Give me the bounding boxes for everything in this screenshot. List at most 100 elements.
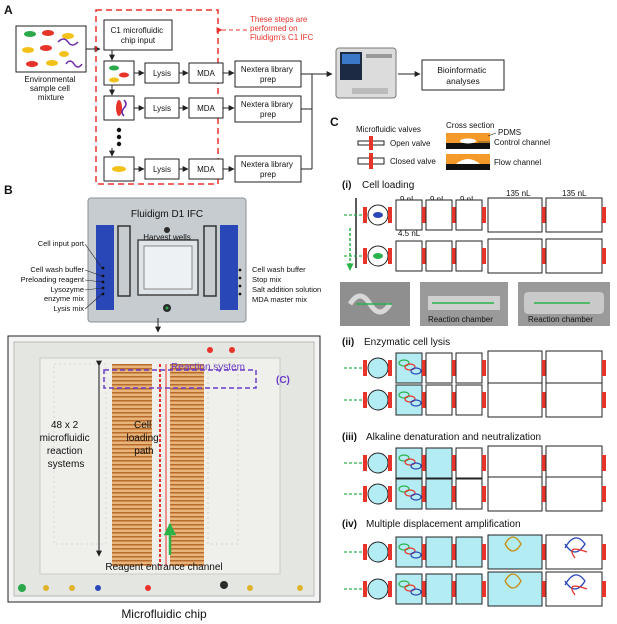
lysis-label-2: Lysis — [153, 104, 171, 113]
step-1-label: Cell loading — [362, 180, 414, 191]
step3-row1-chamber-5 — [545, 445, 603, 481]
step3-row1-valve-3 — [482, 455, 486, 471]
step-1-number: (i) — [342, 180, 351, 191]
step3-row1-dna-3 — [410, 462, 422, 470]
nextera-box-2 — [234, 95, 302, 123]
step1-row2-valve-4 — [542, 248, 546, 264]
step2-row2-valve-1 — [422, 392, 426, 408]
step2-row2-chamber-4 — [487, 382, 543, 418]
merge-arrows — [301, 71, 333, 170]
step3-row1-dna-1 — [398, 454, 410, 462]
step1-row1-valve-in — [363, 207, 367, 223]
svg-text:enzyme mix: enzyme mix — [44, 294, 84, 303]
svg-text:Cell wash buffer: Cell wash buffer — [30, 265, 84, 274]
step3-row2-dna-1 — [398, 485, 410, 493]
bioinformatic-label: Bioinformatic analyses — [437, 65, 489, 86]
step4-row2-capture-site — [367, 578, 389, 600]
step3-row1-chamber-4 — [487, 445, 543, 481]
step4-row1-dna-2 — [404, 547, 416, 555]
step4-row2-valve-5 — [602, 581, 606, 597]
vol-135nl-2: 135 nL — [562, 189, 587, 198]
reaction-ref-label: (C) — [276, 375, 290, 386]
step1-row1-chamber-4 — [487, 197, 543, 233]
vol-4-5nl: 4.5 nL — [398, 229, 421, 238]
step3-row2-valve-in — [363, 486, 367, 502]
cell-loading-path-label: Cell loading path — [126, 420, 161, 457]
step2-row1-valve-5 — [602, 360, 606, 376]
panel-b-letter: B — [4, 183, 13, 197]
systems-count-label: 48 x 2 microfluidic reaction systems — [40, 420, 93, 470]
step3-row1-valve-2 — [452, 455, 456, 471]
step1-row2-valve-1 — [422, 248, 426, 264]
svg-text:Lysis mix: Lysis mix — [53, 304, 84, 313]
step2-row1-dna-2 — [404, 363, 416, 371]
svg-text:Lysozyme: Lysozyme — [51, 285, 84, 294]
step3-row2-chamber-5 — [545, 476, 603, 512]
panel-b: B Fluidigm D1 IFC Harvest wells Cell inp… — [4, 183, 321, 621]
right-blue-strip — [220, 225, 238, 310]
step4-row1-valve-4 — [542, 544, 546, 560]
step-4-number: (iv) — [342, 519, 357, 530]
step4-row1-valve-3 — [482, 544, 486, 560]
panel-a-letter: A — [4, 3, 13, 17]
sample-cells-icon — [22, 30, 83, 68]
more-rows-dots — [116, 127, 122, 147]
step1-row1-chamber-3 — [455, 199, 483, 231]
step4-row1-chamber-2 — [425, 536, 453, 568]
step2-row1-valve-a — [388, 360, 392, 376]
flow-channel-label: Flow channel — [494, 158, 541, 167]
reaction-columns-right — [170, 364, 204, 566]
step3-row2-chamber-4 — [487, 476, 543, 512]
step1-row1-chamber-5 — [545, 197, 603, 233]
cross-section-closed — [446, 154, 490, 170]
reaction-step-diagrams — [344, 197, 606, 607]
mda-label-3: MDA — [197, 165, 215, 174]
panel-c: C Microfluidic valves Open valve Closed … — [330, 115, 610, 607]
micrograph-label-2: Reaction chamber — [528, 315, 593, 324]
step1-row1-valve-3 — [482, 207, 486, 223]
step-4-label: Multiple displacement amplification — [366, 519, 521, 530]
step2-row2-valve-in — [363, 392, 367, 408]
ifc-right-ports — [238, 268, 242, 296]
step1-row2-chamber-5 — [545, 238, 603, 274]
step2-row2-valve-a — [388, 392, 392, 408]
valves-title: Microfluidic valves — [356, 125, 421, 134]
step1-row1-valve-a — [388, 207, 392, 223]
svg-text:Salt addition solution: Salt addition solution — [252, 285, 321, 294]
step4-row2-chamber-3 — [455, 573, 483, 605]
step2-row1-valve-1 — [422, 360, 426, 376]
step2-row2-valve-2 — [452, 392, 456, 408]
step4-row2-amplicon-1 — [504, 573, 522, 589]
step3-row2-valve-2 — [452, 486, 456, 502]
step1-row2-chamber-3 — [455, 240, 483, 272]
step2-row1-chamber-2 — [425, 352, 453, 384]
ifc-right-labels: Cell wash buffer Stop mix Salt addition … — [252, 265, 321, 304]
ifc-left-ports — [101, 266, 105, 296]
ifc-left-labels: Cell input port Cell wash buffer Preload… — [21, 239, 85, 313]
step4-row1-valve-in — [363, 544, 367, 560]
reaction-system-label: Reaction system — [171, 362, 245, 373]
step1-row2-captured-cell — [373, 253, 383, 259]
step3-row1-chamber-3 — [455, 447, 483, 479]
step2-row2-valve-3 — [482, 392, 486, 408]
step3-row1-valve-in — [363, 455, 367, 471]
step3-row2-valve-5 — [602, 486, 606, 502]
step1-row1-chamber-1 — [395, 199, 423, 231]
step4-row1-chamber-3 — [455, 536, 483, 568]
step4-row2-dna-3 — [410, 588, 422, 596]
step2-row1-chamber-5 — [545, 350, 603, 386]
step1-row1-valve-4 — [542, 207, 546, 223]
step4-row2-valve-4 — [542, 581, 546, 597]
sequencer-icon — [335, 47, 397, 99]
step2-row1-valve-in — [363, 360, 367, 376]
step3-row1-valve-5 — [602, 455, 606, 471]
reaction-columns-left — [112, 364, 152, 566]
step3-row2-dna-3 — [410, 493, 422, 501]
step2-row1-valve-2 — [452, 360, 456, 376]
left-blue-strip — [96, 225, 114, 310]
step2-row2-capture-site — [367, 389, 389, 411]
step2-row2-dna-3 — [410, 399, 422, 407]
step3-row1-capture-site — [367, 452, 389, 474]
open-valve-icon — [357, 136, 385, 150]
